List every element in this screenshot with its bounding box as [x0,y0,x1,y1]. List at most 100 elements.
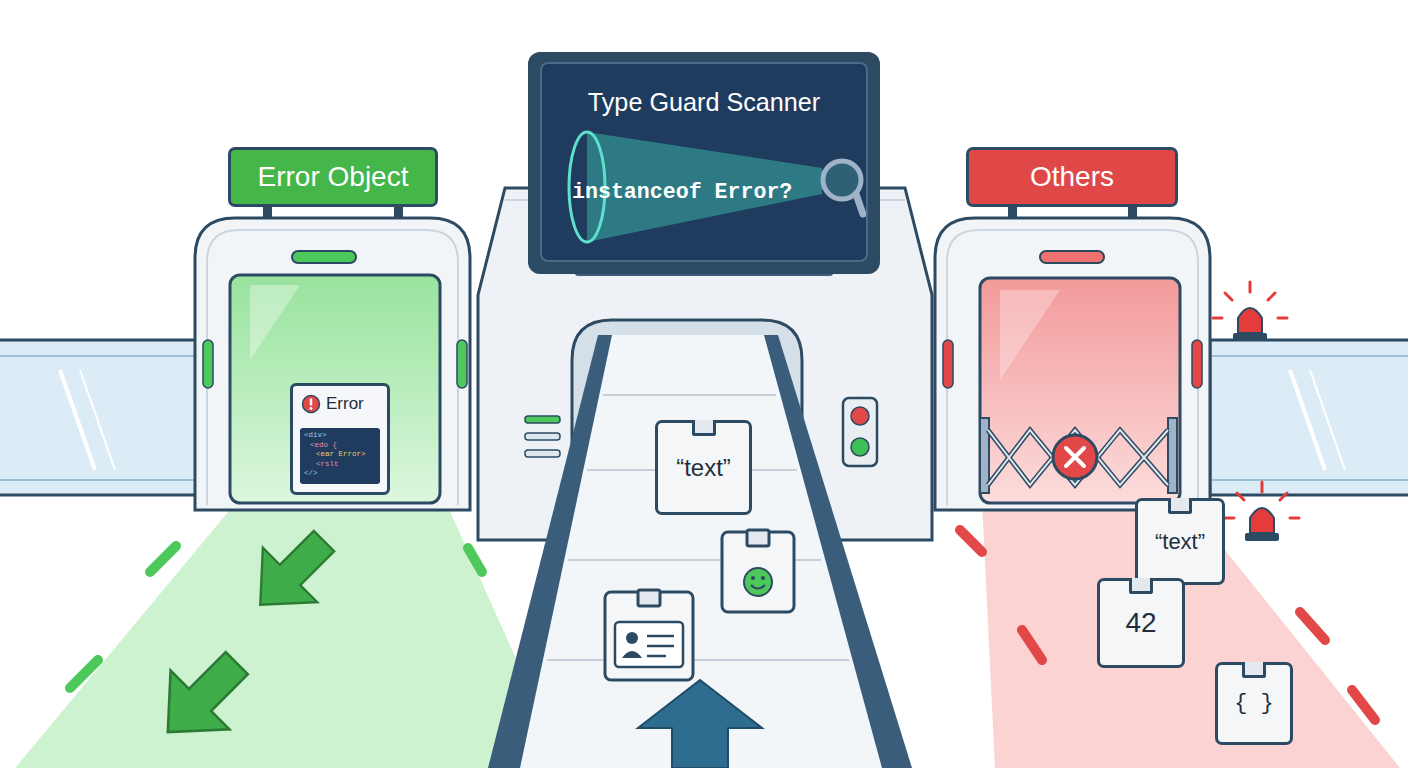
scissor-barrier [1168,418,1177,493]
magnifier-handle [856,194,863,214]
parcel-box: “text” [655,420,752,515]
alarm-light [1233,333,1267,341]
alarm-light [1250,508,1274,533]
gate-sign: Others [966,147,1178,207]
glass-rail [1212,479,1408,481]
sign-label: Error Object [258,161,409,193]
id-card-parcel [647,635,674,638]
conveyor-belt [520,335,882,768]
error-gate [195,218,470,510]
scissor-barrier [1053,435,1097,479]
scissor-barrier [988,430,1168,485]
code-line: <edo { [304,441,376,451]
scanner-housing [478,52,932,545]
smiley-parcel [747,530,769,546]
smiley-parcel [761,576,765,580]
green-floor [468,548,482,572]
alarm-light [1290,517,1299,520]
error-gate [195,203,470,510]
scanner-housing [525,433,560,440]
others-gate [1040,251,1104,263]
box-value: 42 [1125,607,1156,639]
red-floor [982,500,1400,768]
scanner-housing [843,398,877,466]
smiley-parcel [751,585,765,589]
green-floor [70,660,98,688]
code-line: </> [304,469,376,479]
error-icon [310,399,312,406]
error-gate [457,340,467,388]
glass-rail [0,355,196,357]
scissor-barrier [1066,448,1084,466]
gate-sign: Error Object [228,147,438,207]
parcel-box: “text” [1135,498,1225,585]
error-gate [203,340,213,388]
box-value: “text” [676,454,731,482]
scissor-barrier [988,430,1168,485]
conveyor-belt [488,335,912,768]
scissor-barrier [988,430,1168,485]
conveyor-belt [547,659,849,661]
box-tape [1129,578,1153,594]
glass-rail [60,370,95,470]
alarm-light [1268,293,1275,300]
others-gate [1000,290,1060,380]
glass-rail [80,370,115,470]
id-card-parcel [615,622,683,667]
smiley-parcel [751,576,755,580]
id-card-parcel [638,590,660,606]
glass-rail [0,340,198,495]
red-floor [1022,630,1042,660]
conveyor-belt [488,335,912,768]
card-header: Error [293,386,387,414]
box-value: “text” [1155,529,1205,555]
glass-rail [1210,340,1408,495]
conveyor-belt [638,680,762,768]
error-gate [230,275,440,503]
id-card-parcel [626,632,638,644]
screen-code: instanceof Error? [542,177,866,207]
box-value: { } [1234,691,1274,716]
others-gate [947,230,1198,505]
scanner-housing [851,438,869,456]
scanner-housing [528,52,880,274]
code-line: <div> [304,431,376,441]
alarm-light [1213,282,1299,541]
alarm-light [1213,317,1222,320]
alarm-light [1249,282,1252,292]
parcel-box: 42 [1097,578,1185,668]
alarm-light [1237,493,1244,500]
smiley-parcel [722,530,794,612]
alarm-light [1245,533,1279,541]
code-line: <ear Error> [304,450,376,460]
alarm-light [1278,317,1287,320]
error-gate [292,251,356,263]
others-gate [935,203,1210,510]
error-gate [207,230,458,505]
error-icon [303,396,320,413]
others-gate [935,218,1210,510]
id-card-parcel [605,590,693,680]
scanner-housing [525,450,560,457]
others-gate [980,278,1180,503]
error-icon [301,394,321,414]
glass-rail [1290,370,1325,470]
alarm-light [1238,308,1262,333]
id-card-parcel [647,645,674,648]
green-floor [233,514,351,632]
alarm-light [1261,482,1264,492]
box-tape [1168,498,1192,514]
code-panel: <div><edo {<ear Error><rslt</> [300,428,380,484]
scissor-barrier [980,418,1177,493]
error-icon [310,407,313,410]
scissor-barrier [988,430,1168,485]
red-floor [1300,612,1325,640]
alarm-light [1225,517,1234,520]
alarm-light [1225,293,1232,300]
screen-title: Type Guard Scanner [542,85,866,119]
others-gate [1192,340,1202,388]
conveyor-belt [603,394,776,396]
others-gate [943,340,953,388]
green-floor [138,634,266,762]
